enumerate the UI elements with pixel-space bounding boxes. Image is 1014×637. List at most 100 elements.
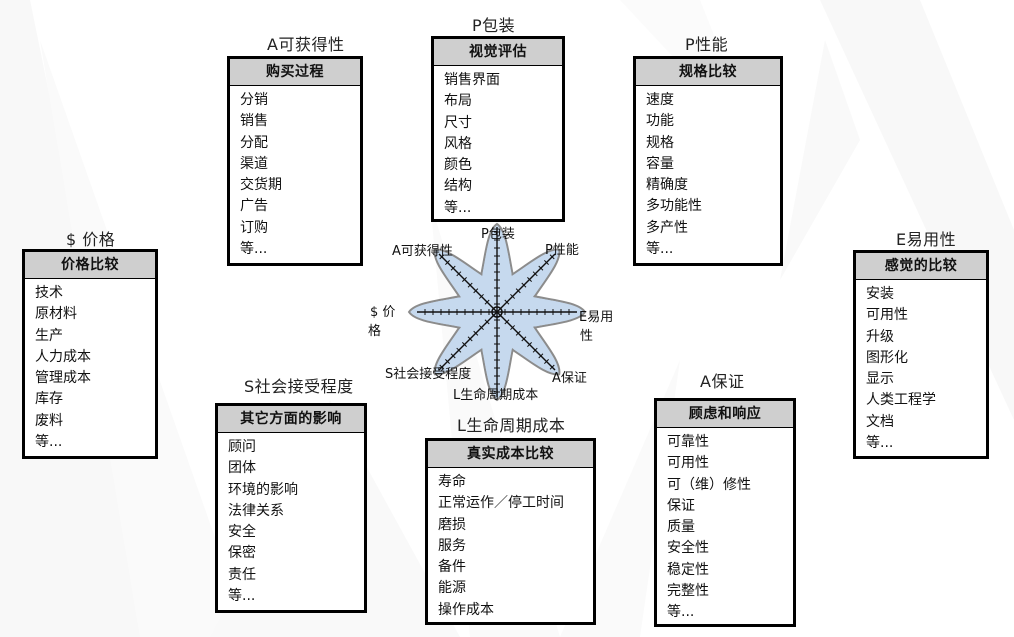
list-item: 等...: [444, 199, 472, 216]
list-item: 显示: [866, 371, 894, 388]
box-header-availability: 购买过程: [230, 59, 360, 86]
list-item: 保证: [667, 497, 695, 514]
box-ease-of-use: 感觉的比较 安装 可用性 升级 图形化 显示 人类工程学 文档 等...: [853, 250, 989, 459]
star-label-life-cycle-cost: L生命周期成本: [453, 388, 539, 403]
list-item: 操作成本: [438, 601, 494, 618]
category-title-price: $ 价格: [66, 230, 116, 249]
list-item: 订购: [240, 219, 268, 236]
star-label-price-1: $ 价: [370, 305, 396, 320]
list-item: 分销: [240, 92, 268, 108]
list-item: 广告: [240, 198, 268, 215]
list-item: 速度: [646, 92, 674, 108]
list-item: 渠道: [240, 155, 268, 172]
category-title-availability: A可获得性: [267, 35, 345, 54]
center-star-diagram: [408, 223, 586, 401]
list-item: 颜色: [444, 157, 472, 174]
list-item: 精确度: [646, 177, 688, 194]
list-item: 团体: [228, 460, 256, 477]
star-shape: [408, 223, 586, 401]
box-header-packaging: 视觉评估: [434, 39, 562, 66]
list-item: 风格: [444, 135, 472, 152]
box-availability: 购买过程 分销 销售 分配 渠道 交货期 广告 订购 等...: [227, 56, 363, 266]
list-item: 原材料: [35, 306, 77, 323]
list-item: 销售界面: [444, 72, 500, 88]
list-item: 布局: [444, 93, 472, 110]
star-label-price-2: 格: [368, 324, 382, 339]
list-item: 磨损: [438, 516, 466, 533]
box-social-acceptance: 其它方面的影响 顾问 团体 环境的影响 法律关系 安全 保密 责任 等...: [215, 403, 367, 613]
box-life-cycle-cost: 真实成本比较 寿命 正常运作／停工时间 磨损 服务 备件 能源 操作成本: [425, 438, 596, 625]
box-header-performance: 规格比较: [636, 59, 780, 86]
list-item: 法律关系: [228, 502, 284, 519]
list-item: 交货期: [240, 177, 282, 194]
list-item: 完整性: [667, 583, 709, 600]
list-item: 可（维）修性: [667, 476, 751, 493]
box-assurance: 顾虑和响应 可靠性 可用性 可（维）修性 保证 质量 安全性 稳定性 完整性 等…: [654, 398, 796, 627]
list-item: 废料: [35, 412, 63, 429]
list-item: 多功能性: [646, 198, 702, 215]
list-item: 寿命: [438, 474, 466, 490]
box-list-packaging: 销售界面 布局 尺寸 风格 颜色 结构 等...: [434, 66, 562, 219]
box-performance: 规格比较 速度 功能 规格 容量 精确度 多功能性 多产性 等...: [633, 56, 783, 266]
box-list-assurance: 可靠性 可用性 可（维）修性 保证 质量 安全性 稳定性 完整性 等...: [657, 428, 793, 624]
list-item: 规格: [646, 134, 674, 151]
list-item: 分配: [240, 134, 268, 151]
list-item: 销售: [240, 113, 268, 130]
list-item: 正常运作／停工时间: [438, 495, 564, 512]
center-circle: [491, 306, 503, 318]
list-item: 文档: [866, 413, 894, 430]
list-item: 等...: [646, 241, 674, 258]
box-header-price: 价格比较: [25, 252, 155, 279]
box-header-social-acceptance: 其它方面的影响: [218, 406, 364, 433]
category-title-assurance: A保证: [700, 372, 745, 391]
list-item: 尺寸: [444, 114, 472, 131]
list-item: 责任: [228, 566, 256, 583]
list-item: 图形化: [866, 349, 908, 366]
list-item: 人类工程学: [866, 392, 936, 409]
list-item: 技术: [35, 285, 63, 301]
list-item: 功能: [646, 113, 674, 130]
list-item: 升级: [866, 328, 894, 345]
box-list-life-cycle-cost: 寿命 正常运作／停工时间 磨损 服务 备件 能源 操作成本: [428, 468, 593, 621]
list-item: 安全性: [667, 540, 709, 557]
star-label-ease-of-use-2: 性: [580, 329, 594, 344]
list-item: 安装: [866, 286, 894, 302]
box-list-price: 技术 原材料 生产 人力成本 管理成本 库存 废料 等...: [25, 279, 155, 453]
list-item: 库存: [35, 391, 63, 408]
box-header-life-cycle-cost: 真实成本比较: [428, 441, 593, 468]
category-title-packaging: P包装: [472, 16, 516, 35]
category-title-life-cycle-cost: L生命周期成本: [457, 416, 566, 435]
list-item: 服务: [438, 537, 466, 554]
box-list-ease-of-use: 安装 可用性 升级 图形化 显示 人类工程学 文档 等...: [856, 280, 986, 454]
star-label-availability: A可获得性: [392, 244, 453, 259]
list-item: 保密: [228, 545, 256, 562]
star-label-assurance: A保证: [552, 371, 587, 386]
star-label-performance: P性能: [545, 243, 579, 258]
box-price: 价格比较 技术 原材料 生产 人力成本 管理成本 库存 废料 等...: [22, 249, 158, 459]
list-item: 可靠性: [667, 434, 709, 450]
list-item: 等...: [35, 434, 63, 451]
list-item: 能源: [438, 580, 466, 597]
list-item: 顾问: [228, 439, 256, 455]
list-item: 管理成本: [35, 370, 91, 387]
category-title-social-acceptance: S社会接受程度: [244, 377, 354, 396]
box-header-ease-of-use: 感觉的比较: [856, 253, 986, 280]
box-list-social-acceptance: 顾问 团体 环境的影响 法律关系 安全 保密 责任 等...: [218, 433, 364, 607]
list-item: 等...: [240, 241, 268, 258]
category-title-performance: P性能: [685, 35, 729, 54]
category-title-ease-of-use: E易用性: [896, 230, 957, 249]
list-item: 等...: [866, 435, 894, 452]
list-item: 等...: [667, 604, 695, 621]
list-item: 备件: [438, 559, 466, 576]
list-item: 生产: [35, 327, 63, 344]
list-item: 等...: [228, 588, 256, 605]
list-item: 稳定性: [667, 561, 709, 578]
star-label-packaging: P包装: [481, 227, 515, 242]
list-item: 安全: [228, 524, 256, 541]
list-item: 可用性: [667, 455, 709, 472]
list-item: 多产性: [646, 219, 688, 236]
list-item: 人力成本: [35, 348, 91, 365]
box-list-availability: 分销 销售 分配 渠道 交货期 广告 订购 等...: [230, 86, 360, 260]
box-packaging: 视觉评估 销售界面 布局 尺寸 风格 颜色 结构 等...: [431, 36, 565, 222]
box-header-assurance: 顾虑和响应: [657, 401, 793, 428]
